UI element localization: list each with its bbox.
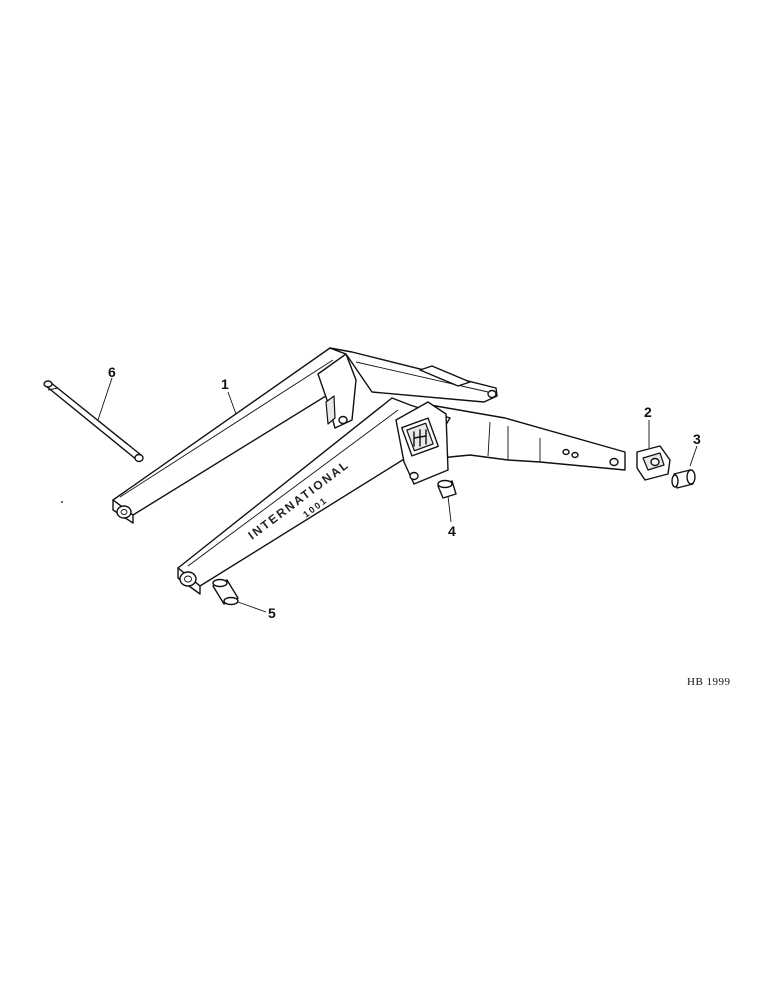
leader-1 xyxy=(227,391,237,415)
leader-lines xyxy=(97,377,698,613)
part-1-frame: INTERNATIONAL 1001 xyxy=(112,347,626,595)
leader-3 xyxy=(689,445,698,467)
part-4-pin xyxy=(437,479,457,499)
part-3-pin xyxy=(671,469,696,489)
callout-3: 3 xyxy=(693,431,701,447)
leader-6 xyxy=(97,377,113,421)
callout-2: 2 xyxy=(644,404,652,420)
reference-code: HB 1999 xyxy=(687,676,731,688)
stray-dot xyxy=(61,501,63,503)
callout-6: 6 xyxy=(108,364,116,380)
callout-5: 5 xyxy=(268,605,276,621)
callout-1: 1 xyxy=(221,376,229,392)
callout-4: 4 xyxy=(448,523,456,539)
part-6-shaft xyxy=(43,380,144,463)
leader-4 xyxy=(447,495,452,523)
part-5-pin xyxy=(212,578,239,606)
part-2-clevis xyxy=(636,445,671,481)
leader-5 xyxy=(237,601,267,613)
